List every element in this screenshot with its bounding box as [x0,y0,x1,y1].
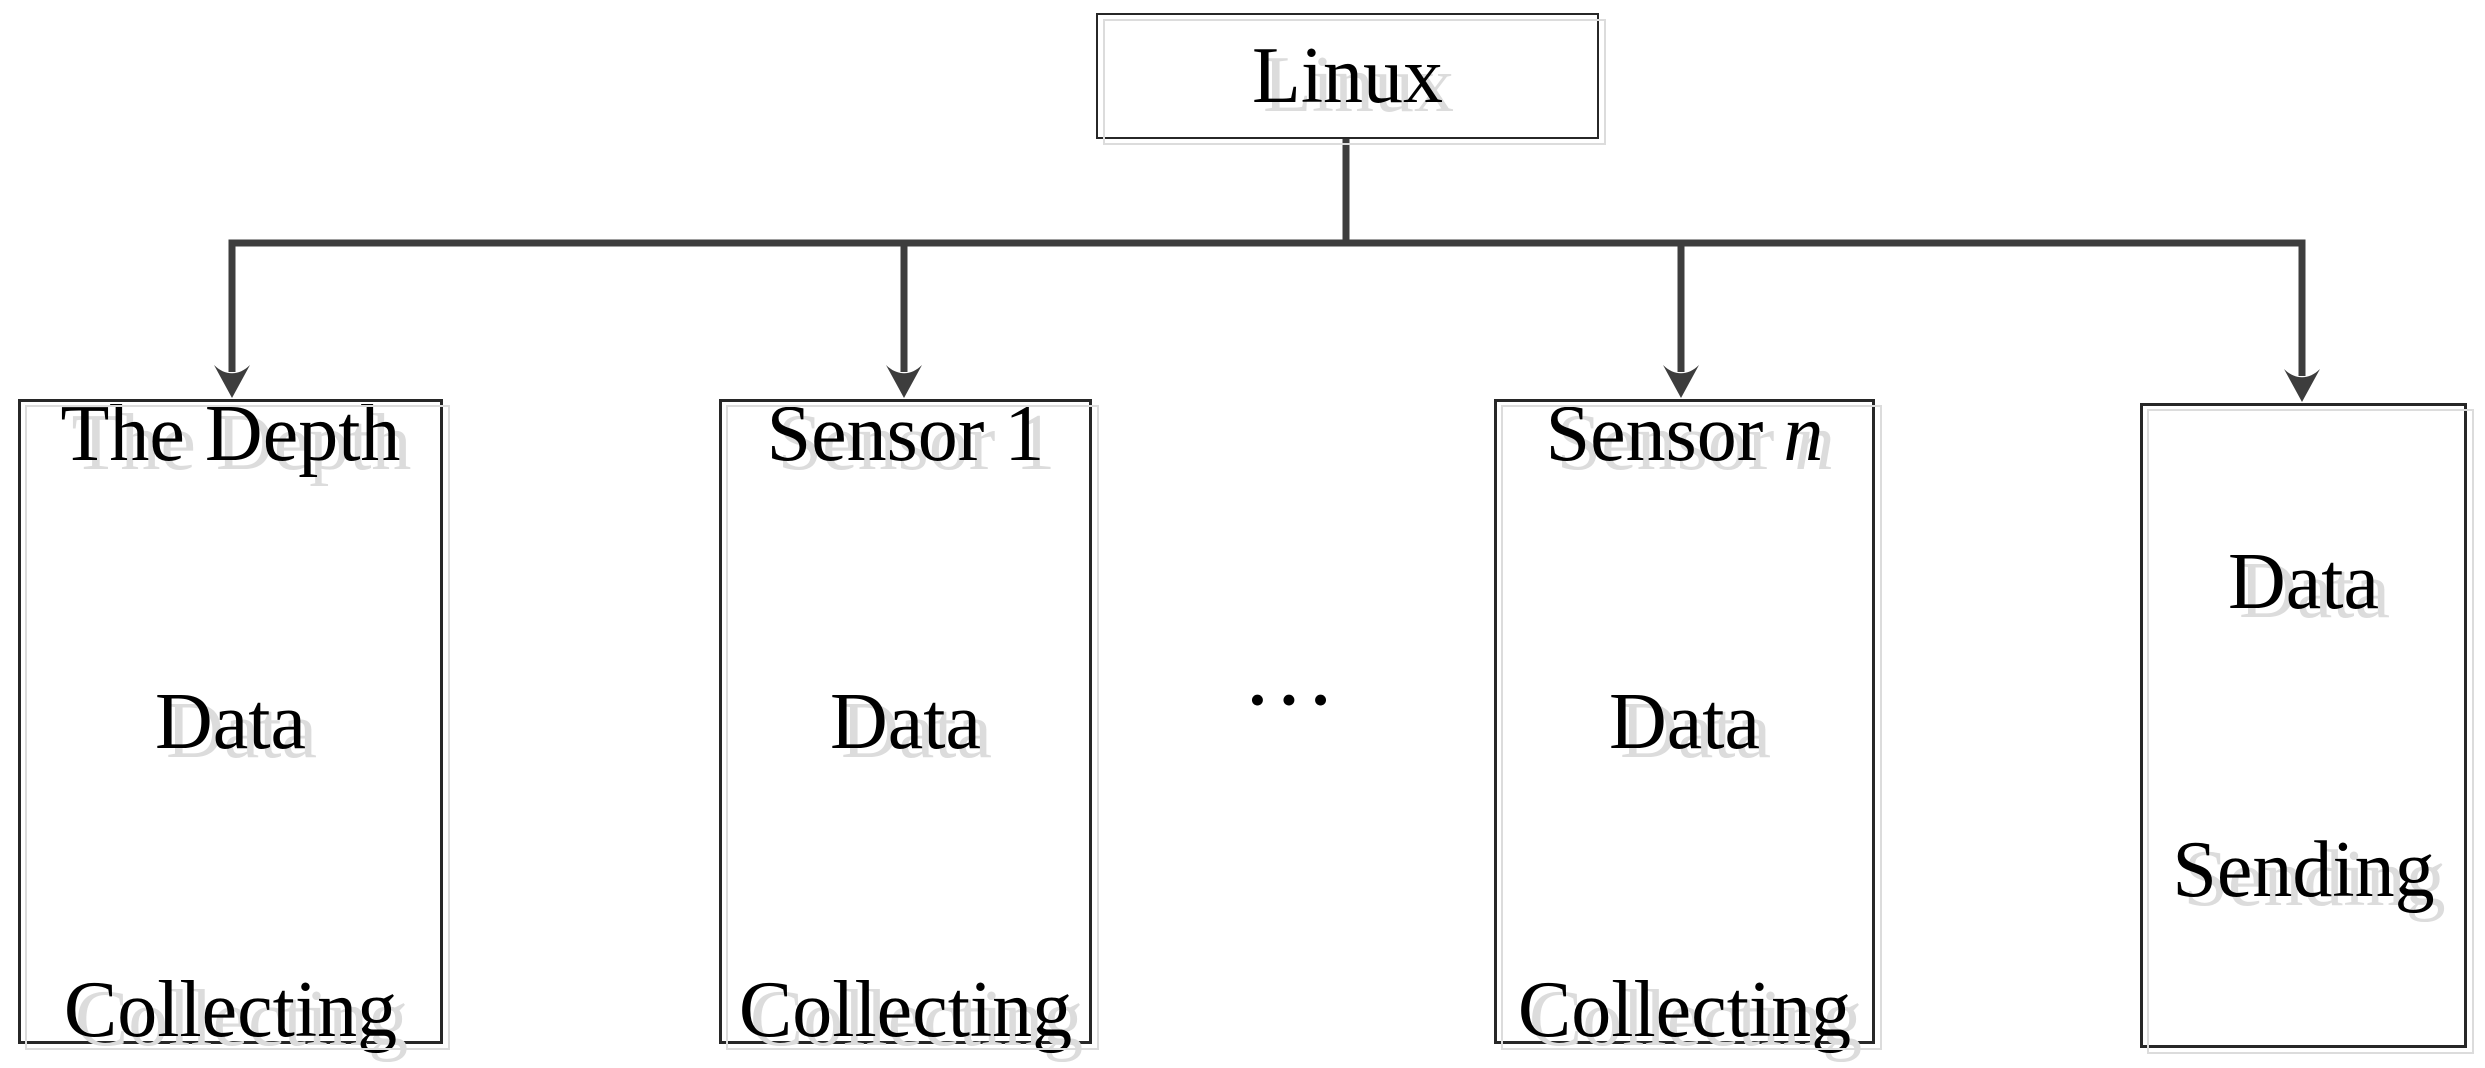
node-label-line: Data [2227,537,2379,626]
node-sensorn-label: Sensor n Data Collecting [1518,194,1851,1068]
node-linux: Linux [1096,13,1606,145]
node-label-line: Data [829,677,981,766]
node-depth-label: The Depth Data Collecting [61,194,401,1068]
rail-connector [228,239,2306,376]
node-label-line: Collecting [63,965,398,1054]
node-data-sending: Data Sending [2140,403,2474,1054]
node-depth-data-collecting: The Depth Data Collecting [18,390,450,1054]
node-linux-label: Linux [1251,32,1444,120]
node-label-line: Sending [2172,825,2435,914]
node-sensor-n-data-collecting: Sensor n Data Collecting [1494,390,1882,1054]
node-sensor1-label: Sensor 1 Data Collecting [739,194,1072,1068]
node-label-line: Data [1608,677,1760,766]
node-label-line: Sensor 1 [766,389,1045,478]
node-label-line: Sensor n [1545,389,1824,478]
ellipsis-separator: • • • [1249,674,1331,725]
node-sending-label: Data Sending [2172,342,2434,1068]
node-label-line: Data [154,677,306,766]
node-sensor-1-data-collecting: Sensor 1 Data Collecting [719,390,1099,1054]
node-label-line: Collecting [738,965,1073,1054]
node-label-line: The Depth [60,389,401,478]
node-label-line: Collecting [1517,965,1852,1054]
